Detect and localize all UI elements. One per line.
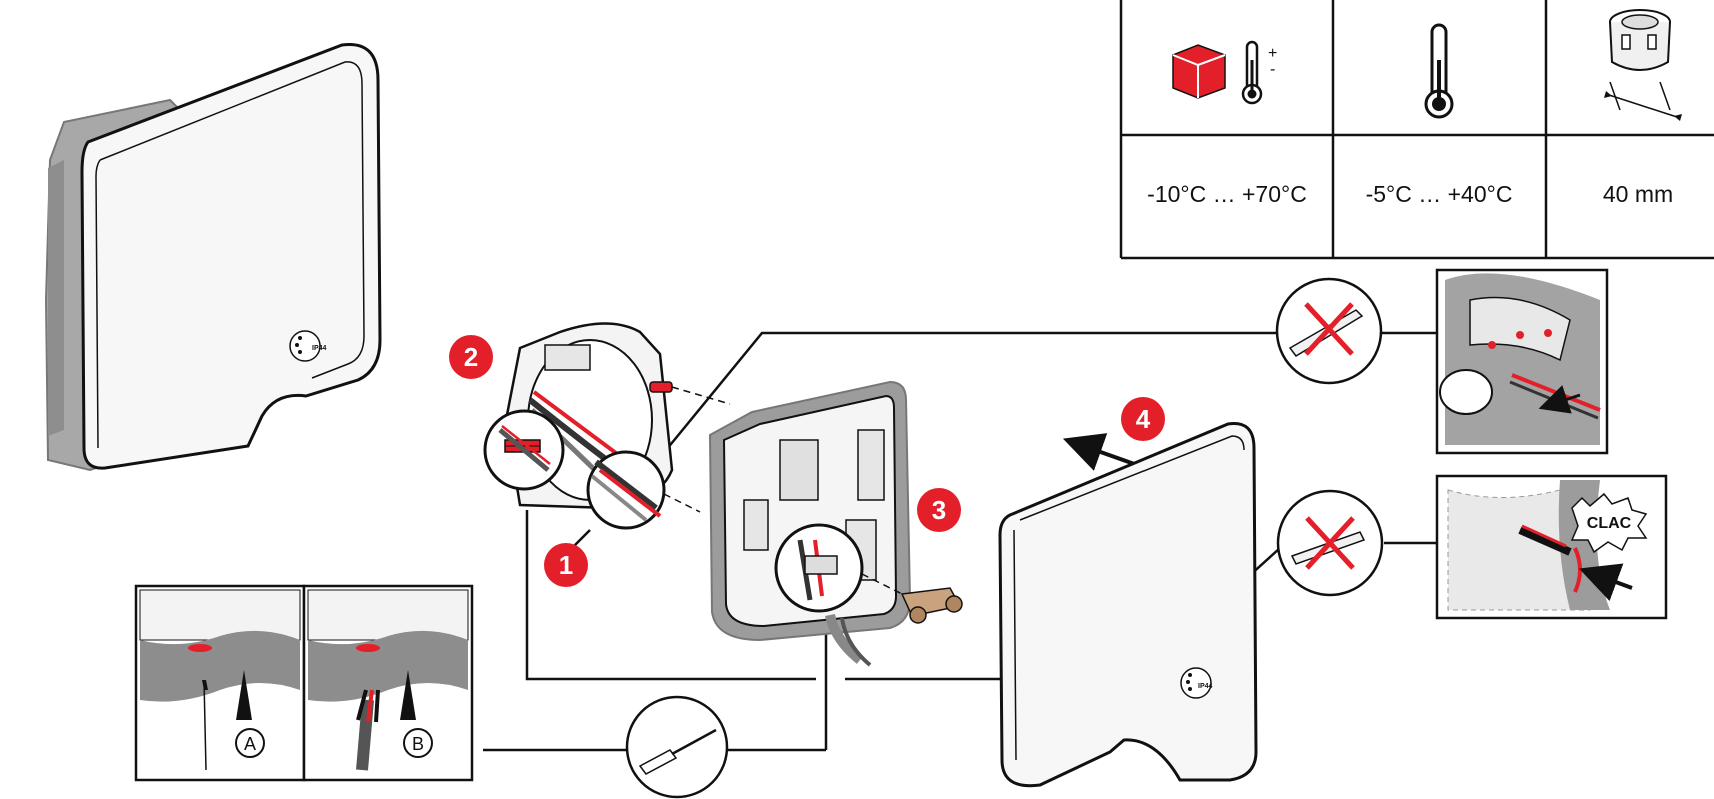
thermometer-icon xyxy=(1424,23,1454,119)
sound-effect-label: CLAC xyxy=(1587,515,1632,532)
svg-text:4: 4 xyxy=(1136,404,1151,434)
forbidden-tool-bottom xyxy=(1276,489,1384,597)
ip-rating-badge xyxy=(289,330,321,362)
ip-rating-mark: IP44 xyxy=(1198,683,1213,690)
step-badge-3: 3 xyxy=(917,488,961,532)
spec-table: + - -10°C … +70°C -5°C … +40°C 40 mm xyxy=(1119,0,1714,260)
package-icon xyxy=(1172,44,1226,99)
arrow-icon xyxy=(1062,433,1141,471)
operating-temp-range: -5°C … +40°C xyxy=(1366,181,1513,207)
screwdriver-circle xyxy=(625,695,729,799)
screw-icon xyxy=(649,381,731,405)
svg-text:3: 3 xyxy=(932,495,946,525)
thermo-minus-label: - xyxy=(1270,61,1275,78)
storage-temp-range: -10°C … +70°C xyxy=(1147,181,1307,207)
thermo-plus-label: + xyxy=(1268,45,1277,62)
detail-circle-screw xyxy=(483,409,565,491)
detail-box-clip: CLAC xyxy=(1435,474,1668,620)
base-plate xyxy=(708,380,912,667)
detail-circle-terminal xyxy=(774,523,903,613)
terminal-block xyxy=(900,587,963,624)
svg-text:2: 2 xyxy=(464,342,478,372)
step-badge-4: 4 xyxy=(1121,397,1165,441)
thermometer-icon xyxy=(1241,40,1263,105)
step-badge-1: 1 xyxy=(544,543,588,587)
sublabel-b: B xyxy=(412,734,424,754)
ip-rating-mark: IP44 xyxy=(312,345,327,352)
sound-burst xyxy=(1570,492,1648,554)
front-cover: IP44 xyxy=(998,422,1258,788)
sub-panel-a: A xyxy=(134,584,306,782)
sublabel-a: A xyxy=(244,734,256,754)
junction-box-icon xyxy=(1604,9,1682,121)
forbidden-tool-top xyxy=(1275,277,1383,385)
assembled-housing: IP44 xyxy=(44,42,382,472)
step-badge-2: 2 xyxy=(449,335,493,379)
sub-panel-b: B xyxy=(302,584,474,782)
detail-circle-wires xyxy=(586,450,701,530)
screwdriver-icon xyxy=(638,728,717,775)
svg-text:1: 1 xyxy=(559,550,573,580)
forbidden-tool-icon xyxy=(1304,302,1354,356)
detail-box-release xyxy=(1435,268,1609,455)
box-depth-value: 40 mm xyxy=(1603,181,1673,207)
forbidden-tool-icon xyxy=(1305,516,1355,570)
